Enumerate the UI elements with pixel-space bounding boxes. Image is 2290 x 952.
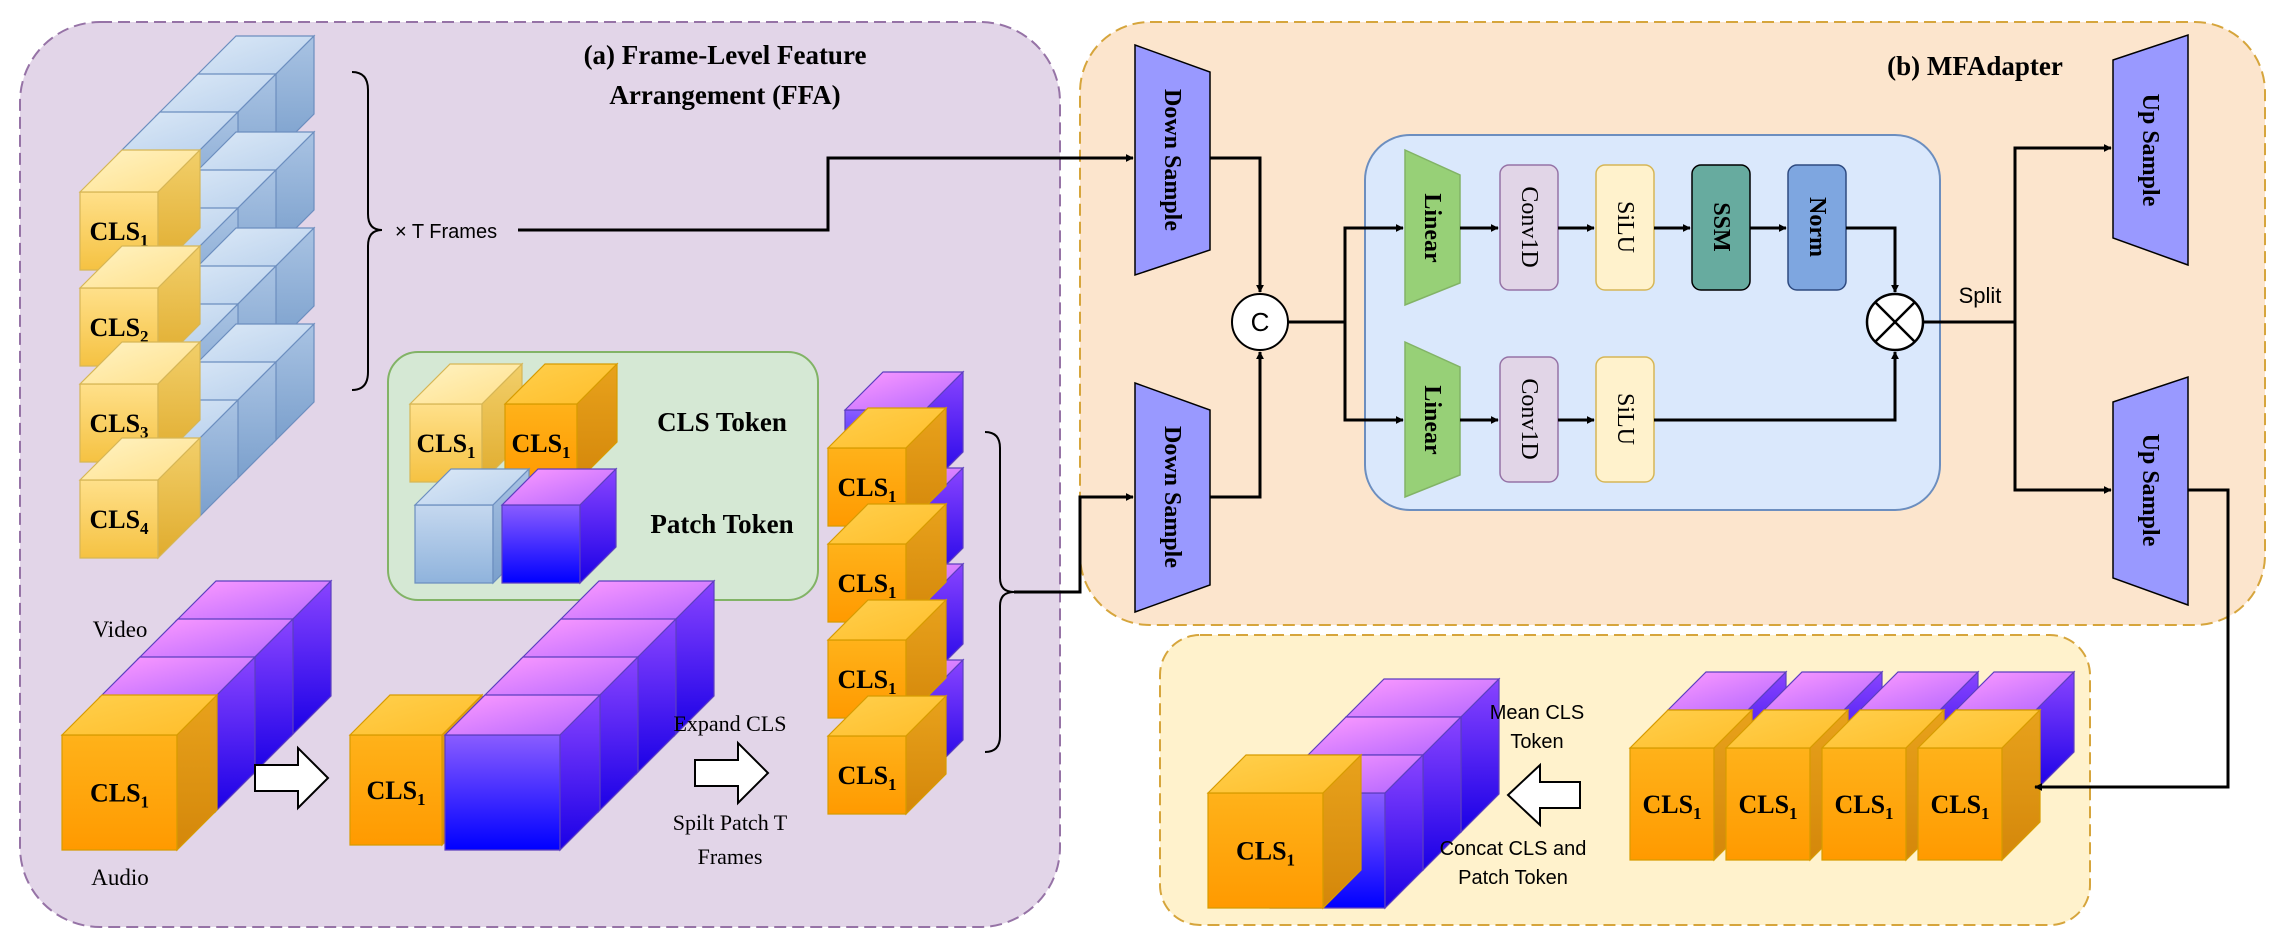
cls-label: CLS1 xyxy=(837,473,896,506)
down-sample-bottom-label: Down Sample xyxy=(1159,426,1185,568)
cls-label: CLS1 xyxy=(416,429,475,462)
split-patch-label-line2: Frames xyxy=(698,844,763,869)
t-frames-brace xyxy=(351,71,383,391)
cls-label: CLS2 xyxy=(89,313,148,346)
ssm-block: SSM xyxy=(1691,164,1751,291)
concat-symbol: C xyxy=(1251,307,1270,337)
concat-label-line1: Concat CLS and xyxy=(1440,838,1587,860)
silu-bottom: SiLU xyxy=(1595,356,1655,483)
mean-cls-arrow xyxy=(1506,762,1581,828)
silu-bottom-label: SiLU xyxy=(1612,393,1638,445)
conv1d-bottom: Conv1D xyxy=(1499,356,1559,483)
multiply-to-upsample-bottom-arrow xyxy=(2013,322,2112,494)
video-label: Video xyxy=(93,617,148,642)
ffa-title-line1: (a) Frame-Level Feature xyxy=(584,40,867,70)
upsample-to-output-arrow xyxy=(2034,488,2230,791)
legend-audio-cls-cube: CLS1 xyxy=(503,362,619,484)
cls-label: CLS1 xyxy=(89,217,148,250)
legend-cls-token-cube: CLS1 xyxy=(408,362,524,484)
output-frame-cls-cube: CLS1 xyxy=(1916,708,2042,862)
up-sample-bottom-label: Up Sample xyxy=(2137,434,2163,547)
linear-bottom-label: Linear xyxy=(1419,385,1445,455)
expanded-cls-cube: CLS1 xyxy=(826,694,948,816)
cls-label: CLS1 xyxy=(837,665,896,698)
cls-label: CLS1 xyxy=(1834,790,1893,823)
audio-label: Audio xyxy=(91,865,149,890)
split-label: Split xyxy=(1959,283,2002,308)
up-sample-bottom: Up Sample xyxy=(2112,375,2189,607)
t-frames-label: × T Frames xyxy=(395,221,497,243)
mfadapter-title: (b) MFAdapter xyxy=(1887,51,2063,81)
mean-cls-label-line2: Token xyxy=(1510,731,1563,753)
concat-to-linear-top-arrow xyxy=(1288,224,1404,324)
audio-transform-arrow xyxy=(254,745,330,811)
cls-label: CLS1 xyxy=(1930,790,1989,823)
audio-cls-cube: CLS1 xyxy=(60,693,219,852)
output-mean-cls-cube: CLS1 xyxy=(1206,753,1363,910)
conv1d-top: Conv1D xyxy=(1499,164,1559,291)
legend-patch-token-label: Patch Token xyxy=(650,509,793,539)
downsample-top-to-concat-arrow xyxy=(1210,156,1264,293)
concat-label-line2: Patch Token xyxy=(1458,867,1568,889)
silu-top: SiLU xyxy=(1595,164,1655,291)
connectors xyxy=(518,144,2230,791)
concat-node: C xyxy=(1231,293,1289,351)
down-sample-bottom: Down Sample xyxy=(1134,381,1211,614)
expand-arrow xyxy=(694,740,770,806)
up-sample-top: Up Sample xyxy=(2112,33,2189,267)
multiply-to-upsample-top-arrow xyxy=(1923,144,2112,324)
norm-to-multiply-arrow xyxy=(1846,226,1899,293)
cls-label: CLS1 xyxy=(837,761,896,794)
ssm-label: SSM xyxy=(1708,202,1734,251)
legend-audio-patch-cube xyxy=(500,467,618,585)
down-sample-top-label: Down Sample xyxy=(1159,89,1185,231)
cls-label: CLS1 xyxy=(1738,790,1797,823)
concat-to-linear-bottom-arrow xyxy=(1343,322,1404,424)
mean-cls-label-line1: Mean CLS xyxy=(1490,702,1585,724)
down-sample-top: Down Sample xyxy=(1134,43,1211,277)
video-cls-cube: CLS4 xyxy=(78,436,202,560)
cls-label: CLS1 xyxy=(90,779,149,812)
conv1d-top-label: Conv1D xyxy=(1516,186,1542,267)
norm-label: Norm xyxy=(1804,197,1830,257)
legend-cls-token-label: CLS Token xyxy=(657,407,787,437)
multiply-node xyxy=(1865,292,1925,352)
linear-top: Linear xyxy=(1404,148,1461,307)
conv1d-bottom-label: Conv1D xyxy=(1516,378,1542,459)
expanded-to-downsample-arrow xyxy=(1014,493,1134,594)
frames-to-downsample-arrow xyxy=(518,154,1134,232)
linear-bottom: Linear xyxy=(1404,340,1461,499)
cls-label: CLS3 xyxy=(89,409,148,442)
norm-block: Norm xyxy=(1787,164,1847,291)
cls-label: CLS1 xyxy=(366,776,425,809)
downsample-bottom-to-concat-arrow xyxy=(1210,351,1264,499)
legend-cubes: CLS1 CLS1 xyxy=(408,362,619,585)
linear-top-label: Linear xyxy=(1419,193,1445,263)
cls-label: CLS1 xyxy=(837,569,896,602)
up-sample-top-label: Up Sample xyxy=(2137,94,2163,207)
ffa-title-line2: Arrangement (FFA) xyxy=(609,80,840,110)
split-patch-label-line1: Spilt Patch T xyxy=(673,810,788,835)
expand-cls-label: Expand CLS xyxy=(673,711,786,736)
silu-bottom-to-multiply-arrow xyxy=(1654,351,1899,422)
cls-label: CLS1 xyxy=(511,429,570,462)
silu-top-label: SiLU xyxy=(1612,201,1638,253)
audio-patch-separated-cube xyxy=(443,693,602,852)
cls-label: CLS1 xyxy=(1236,837,1295,870)
output-frame-cls-cube: CLS1 xyxy=(1724,708,1850,862)
audio-cubes: CLS1 CLS1 xyxy=(60,579,716,852)
cls-label: CLS4 xyxy=(89,505,149,538)
cls-label: CLS1 xyxy=(1642,790,1701,823)
